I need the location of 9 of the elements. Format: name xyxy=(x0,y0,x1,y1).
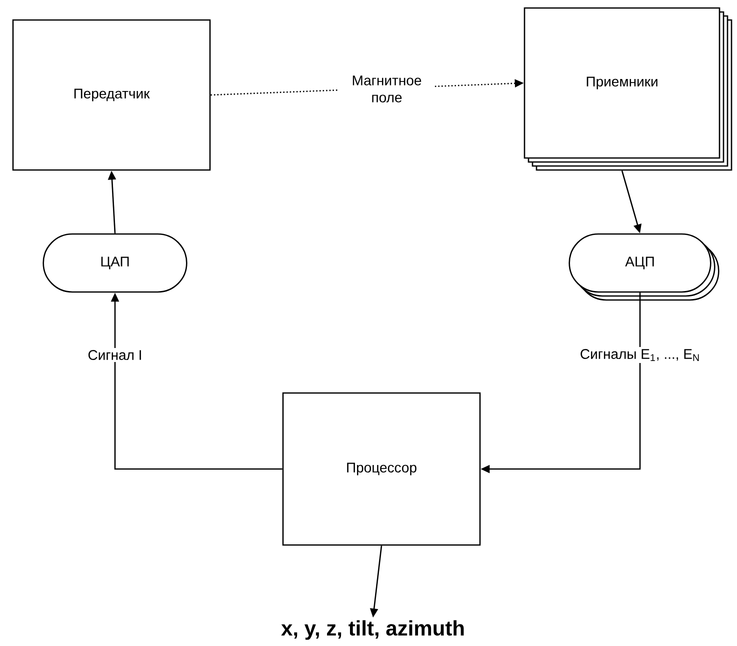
edge-label: Сигнал I xyxy=(86,348,144,362)
process-box: Передатчик xyxy=(12,19,211,171)
process-box: Процессор xyxy=(282,392,481,546)
rounded-box: АЦП xyxy=(568,233,720,301)
process-box: Приемники xyxy=(524,7,732,171)
output-text: x, y, z, tilt, azimuth xyxy=(281,620,464,640)
edge-label: Магнитное поле xyxy=(338,74,435,104)
edge-label: Сигналы E$_{1}$, ..., E$_{N}$ xyxy=(578,347,702,363)
rounded-box: ЦАП xyxy=(42,233,188,293)
